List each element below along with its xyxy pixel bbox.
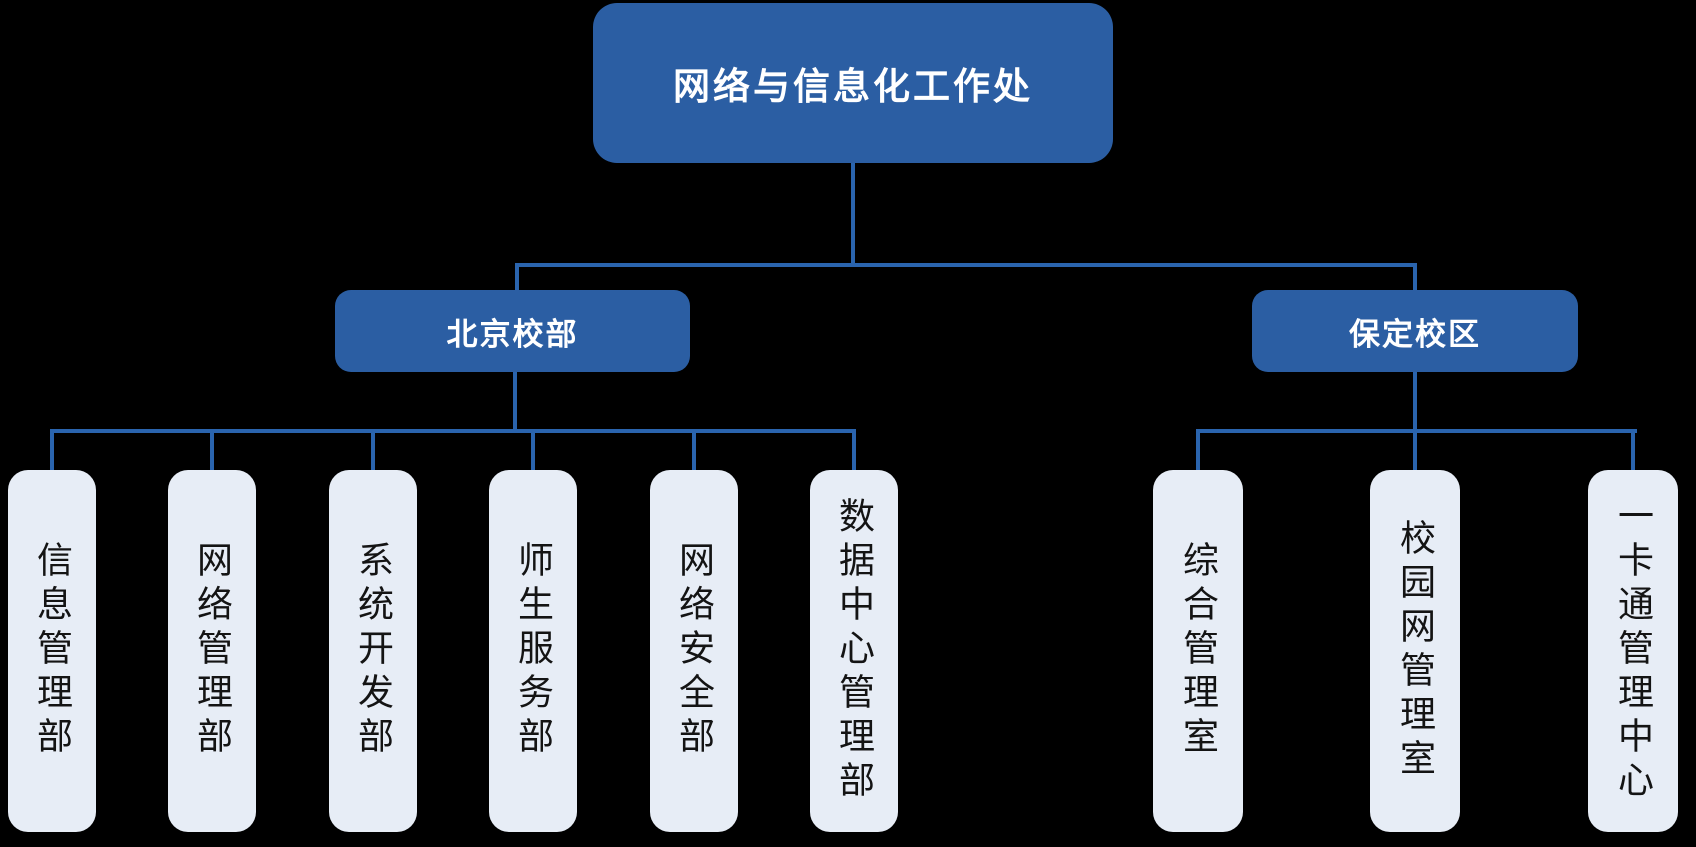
dept-box-datacenter-mgmt: 数据中心管理部	[810, 470, 898, 832]
dept-label: 师生服务部	[513, 541, 554, 761]
org-root-node: 网络与信息化工作处	[593, 3, 1113, 163]
dept-box-system-dev: 系统开发部	[329, 470, 417, 832]
dept-label: 系统开发部	[353, 541, 394, 761]
connector-leaf-stub	[371, 429, 375, 472]
dept-label: 网络管理部	[192, 541, 233, 761]
connector-leaf-stub	[210, 429, 214, 472]
connector-leaf-stub	[50, 429, 54, 472]
dept-box-general-mgmt-office: 综合管理室	[1153, 470, 1243, 832]
connector-leaf-stub	[1196, 429, 1200, 472]
org-root-label: 网络与信息化工作处	[673, 66, 1033, 107]
dept-label: 校园网管理室	[1395, 519, 1436, 783]
dept-box-network-security: 网络安全部	[650, 470, 738, 832]
connector-baoding-vertical	[1413, 372, 1417, 431]
dept-box-network-mgmt: 网络管理部	[168, 470, 256, 832]
branch-node-baoding: 保定校区	[1252, 290, 1578, 372]
branch-label-baoding: 保定校区	[1349, 316, 1481, 352]
connector-beijing-rail	[50, 429, 856, 433]
branch-node-beijing: 北京校部	[335, 290, 690, 372]
dept-box-campus-network-office: 校园网管理室	[1370, 470, 1460, 832]
connector-leaf-stub	[852, 429, 856, 472]
connector-beijing-vertical	[513, 372, 517, 431]
branch-label-beijing: 北京校部	[446, 316, 579, 352]
dept-box-faculty-student-service: 师生服务部	[489, 470, 577, 832]
connector-root-vertical	[851, 163, 855, 265]
connector-level2-rail	[515, 263, 1417, 267]
dept-label: 信息管理部	[32, 541, 73, 761]
dept-label: 数据中心管理部	[834, 497, 875, 805]
connector-leaf-stub	[692, 429, 696, 472]
connector-leaf-stub	[1631, 429, 1635, 472]
dept-box-onecard-center: 一卡通管理中心	[1588, 470, 1678, 832]
dept-box-info-mgmt: 信息管理部	[8, 470, 96, 832]
connector-leaf-stub	[1413, 429, 1417, 472]
dept-label: 一卡通管理中心	[1613, 497, 1654, 805]
connector-stub-beijing	[515, 263, 519, 292]
dept-label: 综合管理室	[1178, 541, 1219, 761]
connector-stub-baoding	[1413, 263, 1417, 292]
dept-label: 网络安全部	[674, 541, 715, 761]
connector-leaf-stub	[531, 429, 535, 472]
